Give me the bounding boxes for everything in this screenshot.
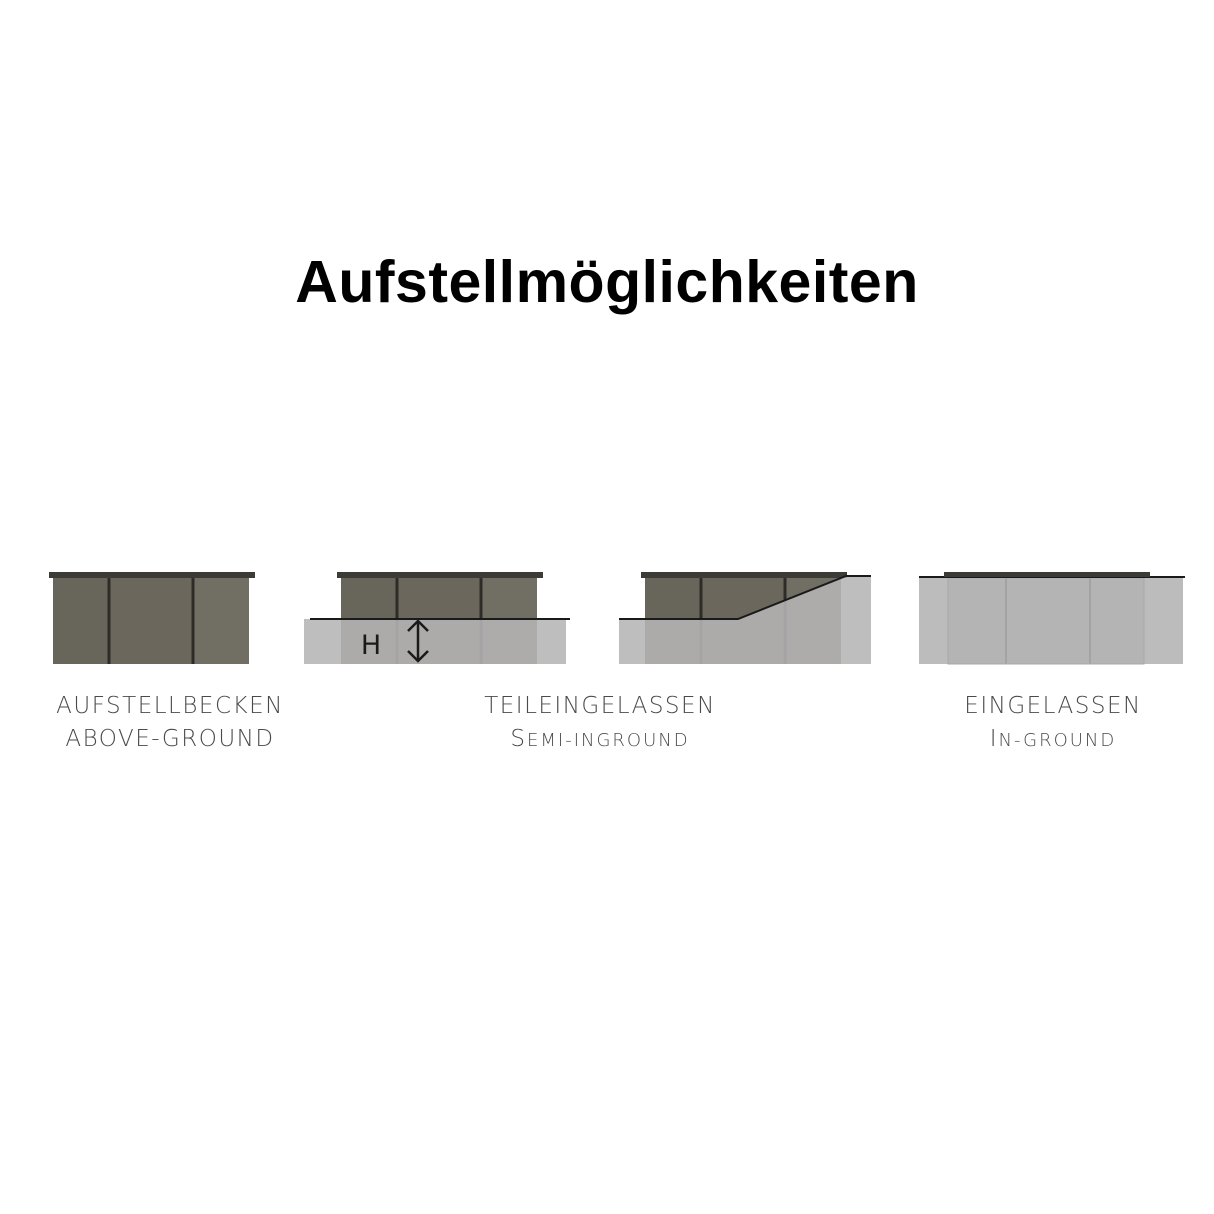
caption-in-ground-de: EINGELASSEN	[964, 693, 1142, 719]
caption-semi-inground-en: Semi-inground	[510, 726, 690, 752]
height-marker-label: H	[361, 630, 381, 661]
in-ground-pool-illustration	[919, 572, 1185, 665]
semi-inground-pool-illustration: H	[304, 572, 570, 664]
height-arrow-icon	[407, 619, 429, 663]
above-ground-pool-illustration	[49, 572, 255, 664]
page-title: Aufstellmöglichkeiten	[295, 249, 919, 315]
caption-semi-inground-de: TEILEINGELASSEN	[484, 693, 716, 719]
caption-above-ground-de: AUFSTELLBECKEN	[56, 693, 284, 719]
caption-above-ground: AUFSTELLBECKEN ABOVE-GROUND	[40, 690, 300, 756]
caption-semi-inground: TEILEINGELASSEN Semi-inground	[440, 690, 760, 757]
caption-in-ground: EINGELASSEN In-ground	[928, 690, 1178, 757]
semi-inground-slope-pool-illustration	[619, 572, 871, 664]
caption-above-ground-en: ABOVE-GROUND	[65, 726, 275, 752]
caption-in-ground-en: In-ground	[989, 726, 1117, 752]
